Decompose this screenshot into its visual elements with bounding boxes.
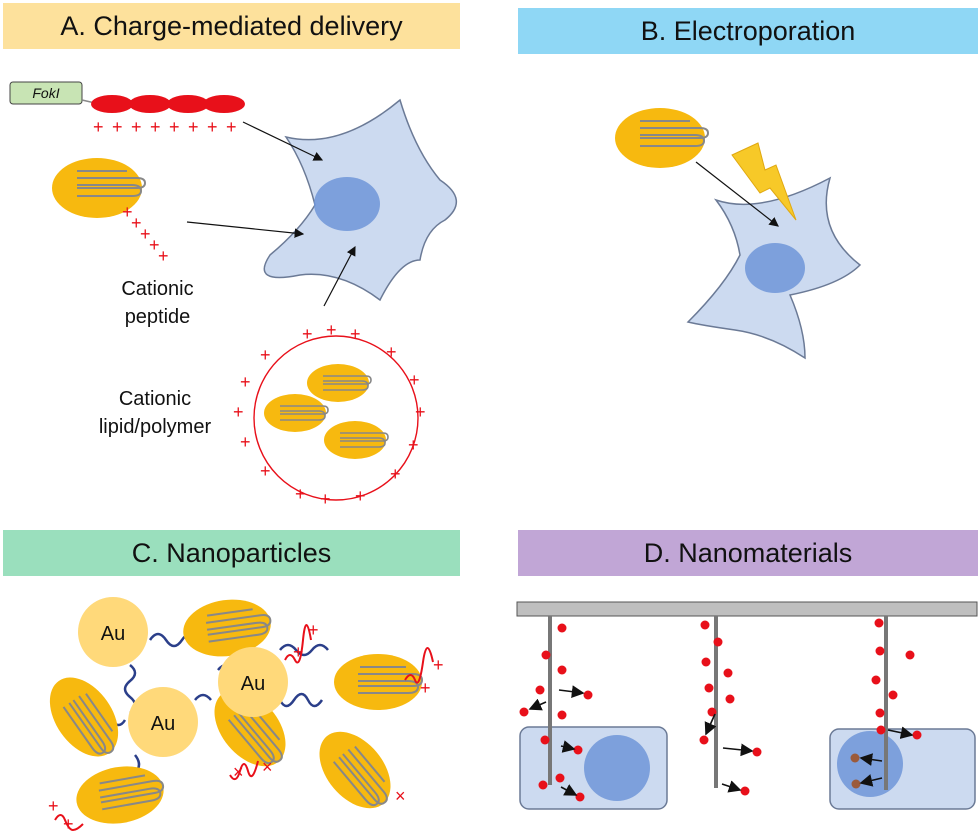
svg-text:+: + [415, 402, 426, 422]
svg-text:+: + [93, 117, 104, 137]
svg-text:+: + [131, 117, 142, 137]
svg-text:+: + [260, 345, 271, 365]
nucleus-d-1 [584, 735, 650, 801]
cationic-peptide-tail: +++ ++ [122, 202, 169, 266]
tale-repeats [91, 95, 245, 113]
panel-c-graphic: Au Au Au ++ ++ ×× ×++ [34, 593, 444, 834]
panel-b-graphic [614, 107, 862, 360]
panel-d-title: D. Nanomaterials [518, 530, 978, 576]
cas9-vesicle-1 [306, 363, 372, 403]
svg-text:+: + [386, 342, 397, 362]
cationic-peptide-line1: Cationic [121, 278, 194, 300]
panel-a-title: A. Charge-mediated delivery [3, 3, 460, 49]
au-label-1: Au [101, 623, 125, 645]
svg-text:+: + [226, 117, 237, 137]
cas9-rnp-b [614, 107, 709, 169]
svg-text:+: + [112, 117, 123, 137]
svg-text:+: + [260, 461, 271, 481]
svg-text:+: + [350, 324, 361, 344]
svg-text:+: + [240, 372, 251, 392]
svg-text:+: + [122, 202, 133, 222]
lightning-bolt-icon [731, 142, 797, 221]
svg-text:+: + [308, 620, 319, 640]
cas9-c-6 [304, 717, 406, 823]
release-arrows [528, 685, 914, 796]
svg-text:+: + [169, 117, 180, 137]
svg-text:+: + [149, 235, 160, 255]
lipid-vesicle [253, 335, 419, 501]
svg-text:+: + [140, 224, 151, 244]
cationic-lipid-label: Cationic lipid/polymer [85, 385, 225, 441]
svg-text:+: + [295, 484, 306, 504]
svg-text:+: + [408, 435, 419, 455]
cas9-c-5 [70, 758, 170, 832]
cas9-c-4 [333, 653, 423, 711]
svg-text:+: + [355, 486, 366, 506]
svg-text:+: + [158, 246, 169, 266]
plus-charges-c: ++ ++ ×× ×++ [48, 620, 444, 834]
cationic-lipid-line1: Cationic [118, 388, 192, 410]
svg-text:+: + [420, 678, 431, 698]
svg-text:+: + [207, 117, 218, 137]
svg-text:+: + [63, 814, 74, 834]
charged-tails [54, 624, 434, 832]
plus-charges-tale: + + + + + + + + [93, 117, 237, 137]
nucleus-a [314, 177, 380, 231]
svg-text:+: + [320, 489, 331, 509]
svg-text:×: × [395, 786, 406, 806]
plus-charges-vesicle: + + + + + + + + + + + + + + + + [233, 320, 426, 509]
delivered-cargo [850, 753, 861, 789]
svg-text:+: + [48, 796, 59, 816]
svg-text:+: + [188, 117, 199, 137]
cas9-vesicle-2 [263, 393, 329, 433]
gold-particle-2 [218, 647, 288, 717]
svg-text:×: × [233, 762, 244, 782]
nucleus-d-2 [837, 731, 903, 797]
svg-text:+: + [150, 117, 161, 137]
svg-text:+: + [390, 464, 401, 484]
gold-particle-3 [128, 687, 198, 757]
foki-label: FokI [32, 85, 59, 101]
nucleus-b [745, 243, 805, 293]
panel-d-graphic [516, 601, 978, 810]
svg-text:+: + [326, 320, 337, 340]
cationic-peptide-label: Cationic peptide [95, 275, 220, 331]
svg-text:+: + [409, 370, 420, 390]
svg-text:+: + [433, 655, 444, 675]
cas9-c-2 [34, 663, 134, 771]
svg-text:+: + [302, 324, 313, 344]
gold-particle-1 [78, 597, 148, 667]
gold-nanoparticles: Au Au Au [78, 597, 288, 757]
substrate-bar [516, 601, 978, 617]
svg-text:+: + [293, 642, 304, 662]
panel-c-title: C. Nanoparticles [3, 530, 460, 576]
svg-text:×: × [262, 757, 273, 777]
au-label-3: Au [151, 713, 175, 735]
foki-domain [9, 81, 83, 105]
cationic-peptide-line2: peptide [124, 306, 191, 328]
panel-b-title: B. Electroporation [518, 8, 978, 54]
cargo-dots [519, 618, 922, 802]
svg-text:+: + [233, 402, 244, 422]
cas9-vesicle-3 [323, 420, 389, 460]
cationic-lipid-line2: lipid/polymer [98, 416, 212, 438]
panel-a-graphic: FokI +++ +++ ++ +++ ++ +++ [9, 81, 457, 509]
svg-text:+: + [240, 432, 251, 452]
au-label-2: Au [241, 673, 265, 695]
svg-text:+: + [131, 213, 142, 233]
